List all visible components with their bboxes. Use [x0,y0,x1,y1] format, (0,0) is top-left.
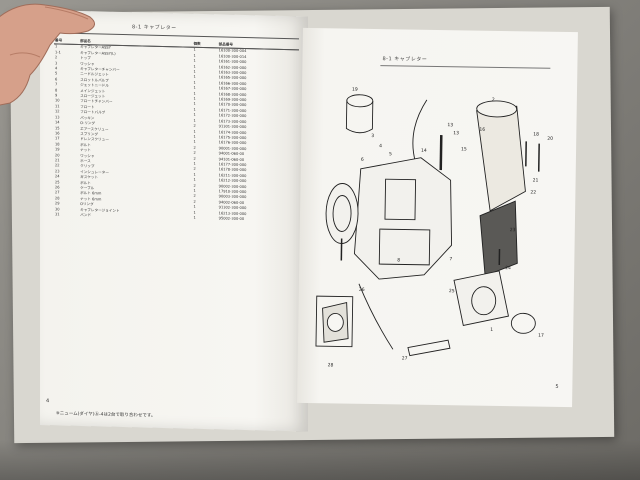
filter-element [479,200,518,277]
left-page-number: 4 [46,398,50,405]
hand-fingers [0,3,95,106]
float-chamber [378,228,431,266]
bracket [407,339,451,357]
right-page: 8-1 キャブレター [297,27,578,408]
air-pipe [476,105,526,212]
intake-bore [332,195,352,232]
carb-joint [453,270,509,326]
top-cap-body [345,100,374,134]
callout-number: 23 [510,227,516,233]
joint-bore [471,286,497,316]
air-pipe-top [476,100,518,118]
callout-number: 8 [397,257,400,263]
callout-number: 20 [547,136,553,142]
gasket-hole [326,312,344,332]
callout-number: 6 [361,157,364,163]
left-page-footnote: ※ニューム(ダイヤ)Ⓐ-4は2台で取り合わせです。 [56,411,156,419]
callout-number: 14 [421,148,427,154]
parts-cell-part: 95002-300-00 [218,216,245,221]
top-cap [346,94,374,108]
callout-number: 13 [453,130,459,136]
parts-cell-no: 31 [55,212,60,217]
callout-number: 28 [328,362,334,368]
callout-number: 24 [505,265,511,271]
intake-flange [325,183,359,244]
callout-number: 13 [447,122,453,128]
callout-number: 3 [371,133,374,139]
parts-cell-qty: 1 [193,215,196,220]
callout-number: 2 [492,97,495,103]
fuel-hose [439,135,443,171]
knuckle-crease [9,52,41,58]
right-page-number: 5 [555,383,559,390]
callout-number: 17 [538,333,544,339]
callout-number: 1 [490,327,493,333]
callout-number: 15 [461,146,467,152]
callout-number: 21 [533,177,539,183]
callout-number: 16 [479,127,485,133]
left-page-header: 8-1 キャブレター [132,24,177,32]
callout-number: 19 [352,87,358,93]
slide-chamber [384,178,417,221]
choke-cable [358,283,394,350]
gasket-inset-frame [315,295,354,348]
callout-number: 18 [533,131,539,137]
carburetor-body [353,157,453,280]
callout-number: 27 [402,355,408,361]
callout-number: 26 [359,287,365,293]
hand [0,3,95,106]
callout-number: 7 [449,256,452,262]
finger-crease [44,6,89,20]
callout-number: 25 [449,288,455,294]
callout-number: 5 [389,151,392,157]
callout-number: 22 [530,189,536,195]
callout-number: 4 [379,143,382,149]
o-ring [510,312,536,334]
table-shadow [0,440,640,480]
